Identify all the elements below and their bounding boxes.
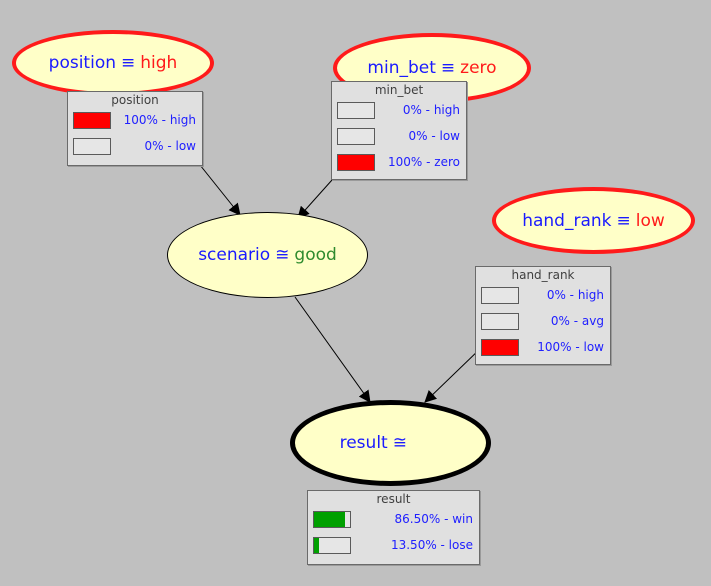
node-variable-name: min_bet bbox=[367, 58, 436, 78]
node-state: high bbox=[140, 53, 178, 73]
node-position[interactable]: position ≡ high bbox=[12, 30, 214, 96]
table-title: min_bet bbox=[374, 83, 424, 97]
node-variable-name: scenario bbox=[198, 245, 271, 265]
inference-operator: ≅ bbox=[275, 245, 290, 265]
table-row[interactable]: 0% - high bbox=[332, 98, 466, 124]
bar-fill bbox=[338, 155, 374, 170]
probability-bar bbox=[337, 102, 375, 119]
table-row[interactable]: 0% - avg bbox=[476, 309, 610, 335]
probability-table-hand-rank: hand_rank 0% - high 0% - avg 100% - low bbox=[475, 266, 611, 365]
edge-hand-rank-result bbox=[424, 346, 483, 403]
bar-fill bbox=[482, 340, 518, 355]
probability-bar bbox=[313, 511, 351, 528]
probability-label: 0% - high bbox=[546, 288, 604, 302]
table-title: position bbox=[111, 93, 159, 107]
probability-label: 0% - low bbox=[408, 129, 461, 143]
evidence-operator: ≡ bbox=[440, 58, 456, 78]
probability-label: 0% - low bbox=[144, 139, 197, 153]
node-hand-rank[interactable]: hand_rank ≡ low bbox=[492, 187, 695, 254]
probability-table-min-bet: min_bet 0% - high 0% - low 100% - zero bbox=[331, 81, 467, 180]
node-variable-name: result bbox=[339, 433, 388, 453]
probability-bar bbox=[481, 287, 519, 304]
probability-table-position: position 100% - high 0% - low bbox=[67, 91, 203, 166]
node-scenario[interactable]: scenario ≅ good bbox=[167, 212, 368, 298]
node-variable-name: position bbox=[48, 53, 116, 73]
probability-label: 100% - high bbox=[123, 113, 196, 127]
table-row[interactable]: 13.50% - lose bbox=[308, 533, 479, 559]
probability-label: 100% - zero bbox=[388, 155, 460, 169]
probability-label: 0% - high bbox=[402, 103, 460, 117]
probability-bar bbox=[481, 339, 519, 356]
table-row[interactable]: 0% - low bbox=[332, 124, 466, 150]
probability-bar bbox=[337, 128, 375, 145]
inference-operator: ≅ bbox=[392, 433, 407, 453]
table-row[interactable]: 100% - zero bbox=[332, 150, 466, 176]
node-state: good bbox=[294, 245, 337, 265]
probability-bar bbox=[73, 112, 111, 129]
probability-bar bbox=[481, 313, 519, 330]
probability-table-result: result 86.50% - win 13.50% - lose bbox=[307, 490, 480, 565]
evidence-operator: ≡ bbox=[616, 210, 631, 231]
probability-label: 86.50% - win bbox=[394, 512, 473, 526]
bar-fill bbox=[314, 538, 319, 553]
evidence-operator: ≡ bbox=[121, 53, 136, 73]
table-row[interactable]: 100% - low bbox=[476, 335, 610, 361]
bar-fill bbox=[74, 113, 110, 128]
edge-min-bet-scenario bbox=[297, 179, 333, 219]
table-row[interactable]: 100% - high bbox=[68, 108, 202, 134]
probability-bar bbox=[73, 138, 111, 155]
table-row[interactable]: 0% - high bbox=[476, 283, 610, 309]
probability-label: 0% - avg bbox=[550, 314, 604, 328]
edge-position-scenario bbox=[199, 164, 241, 216]
probability-bar bbox=[337, 154, 375, 171]
node-state: zero bbox=[460, 58, 497, 78]
probability-bar bbox=[313, 537, 351, 554]
node-result[interactable]: result ≅ win bbox=[290, 400, 491, 486]
table-row[interactable]: 0% - low bbox=[68, 134, 202, 160]
probability-label: 100% - low bbox=[537, 340, 604, 354]
node-variable-name: hand_rank bbox=[522, 210, 612, 231]
probability-label: 13.50% - lose bbox=[390, 538, 473, 552]
node-state: low bbox=[635, 210, 665, 231]
table-title: result bbox=[376, 492, 411, 506]
table-title: hand_rank bbox=[511, 268, 575, 282]
table-row[interactable]: 86.50% - win bbox=[308, 507, 479, 533]
edge-scenario-result bbox=[294, 296, 371, 403]
bar-fill bbox=[314, 512, 346, 527]
node-state: win bbox=[411, 433, 442, 453]
